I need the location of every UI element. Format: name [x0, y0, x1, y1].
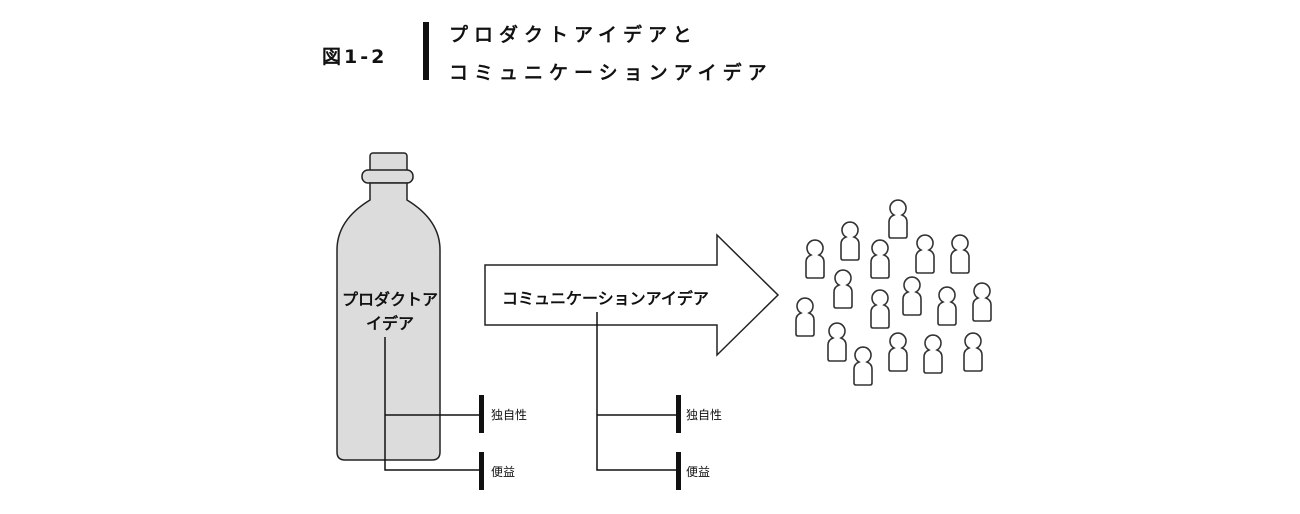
title-line-1: プロダクトアイデアと	[449, 24, 698, 46]
product-attr-uniqueness: 独自性	[491, 408, 528, 422]
person-icon	[888, 332, 908, 372]
person-icon	[963, 332, 983, 372]
connector-lines	[384, 312, 676, 471]
person-icon	[937, 286, 957, 326]
audience-group	[795, 199, 992, 386]
person-icon	[805, 239, 825, 279]
person-icon	[950, 234, 970, 274]
person-icon	[833, 269, 853, 309]
figure-number: 図1-2	[322, 46, 388, 68]
person-icon	[915, 234, 935, 274]
person-icon	[795, 297, 815, 337]
comm-attr-benefit: 便益	[686, 465, 711, 479]
person-icon	[923, 334, 943, 374]
person-icon	[840, 221, 860, 261]
bottle-label: プロダクトアイデア	[341, 290, 438, 333]
bottle-icon	[336, 152, 441, 461]
person-icon	[827, 322, 847, 362]
person-icon	[888, 199, 908, 239]
title-line-2: コミュニケーションアイデア	[449, 62, 773, 84]
product-attr-benefit: 便益	[491, 465, 516, 479]
arrow-label: コミュニケーションアイデア	[502, 289, 709, 308]
terminator-bars	[479, 395, 681, 490]
person-icon	[870, 239, 890, 279]
person-icon	[870, 289, 890, 329]
title-divider	[423, 22, 429, 80]
person-icon	[902, 276, 922, 316]
person-icon	[972, 282, 992, 322]
person-icon	[853, 346, 873, 386]
communication-arrow	[484, 233, 780, 357]
comm-attr-uniqueness: 独自性	[686, 408, 723, 422]
